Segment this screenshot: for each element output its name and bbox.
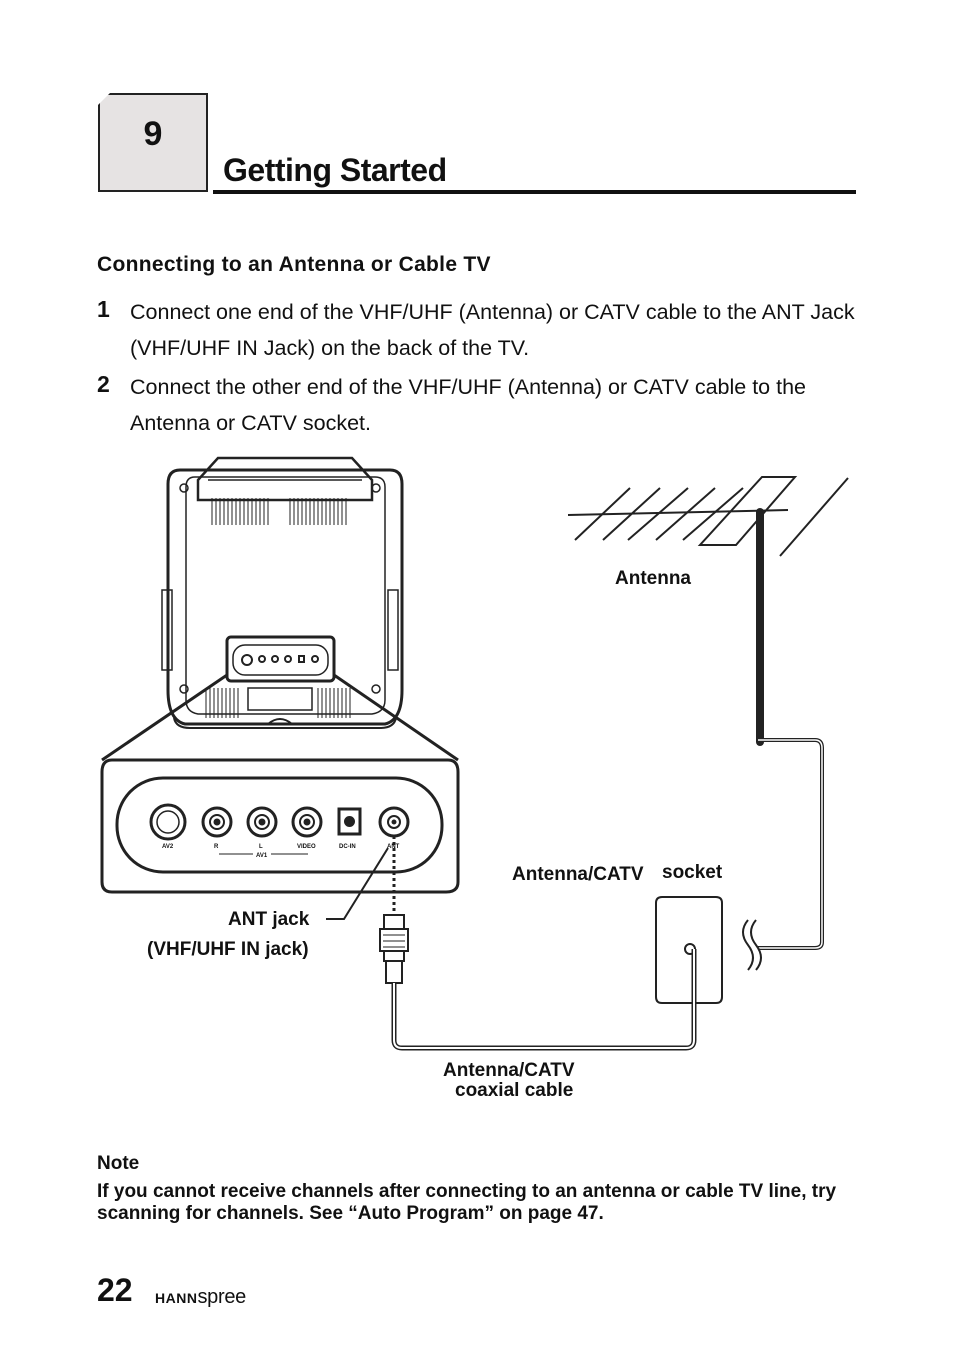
antenna-illustration (567, 476, 849, 971)
chapter-tab (98, 93, 208, 192)
port-label-video: VIDEO (297, 844, 316, 850)
tv-panel-zoom (100, 758, 460, 894)
section-heading: Connecting to an Antenna or Cable TV (97, 253, 491, 276)
brand-logo: HANNspree (155, 1286, 246, 1309)
step-number: 2 (97, 371, 110, 397)
socket-label: Antenna/CATV (512, 864, 644, 885)
antenna-label: Antenna (615, 568, 691, 589)
port-label-dcin: DC-IN (339, 844, 356, 850)
note-label: Note (97, 1153, 140, 1174)
step-text: Connect the other end of the VHF/UHF (An… (130, 375, 807, 435)
step-text: Connect one end of the VHF/UHF (Antenna)… (130, 300, 855, 360)
page-number: 22 (97, 1272, 133, 1308)
chapter-title: Getting Started (223, 152, 447, 188)
port-label-l: L (259, 844, 263, 850)
brand-bold: HANN (155, 1290, 198, 1306)
note-text: If you cannot receive channels after con… (97, 1181, 837, 1224)
cable-label-2: coaxial cable (455, 1080, 573, 1101)
step-number: 1 (97, 296, 110, 322)
ant-jack-sublabel: (VHF/UHF IN jack) (147, 939, 309, 960)
tv-back-illustration (161, 456, 404, 729)
ant-jack-label: ANT jack (228, 909, 310, 930)
port-label-ant: ANT (387, 844, 400, 850)
ant-jack-leader-line (326, 847, 389, 920)
brand-light: spree (197, 1286, 246, 1308)
coaxial-cable-illustration (379, 836, 697, 1051)
cable-label: Antenna/CATV (443, 1060, 575, 1081)
port-label-r: R (214, 844, 219, 850)
title-rule (213, 190, 856, 194)
chapter-number: 9 (143, 115, 163, 153)
antenna-socket-illustration (655, 896, 723, 1004)
socket-label-2: socket (662, 862, 723, 883)
port-label-av2: AV2 (162, 844, 174, 850)
port-label-av1: AV1 (256, 853, 268, 859)
